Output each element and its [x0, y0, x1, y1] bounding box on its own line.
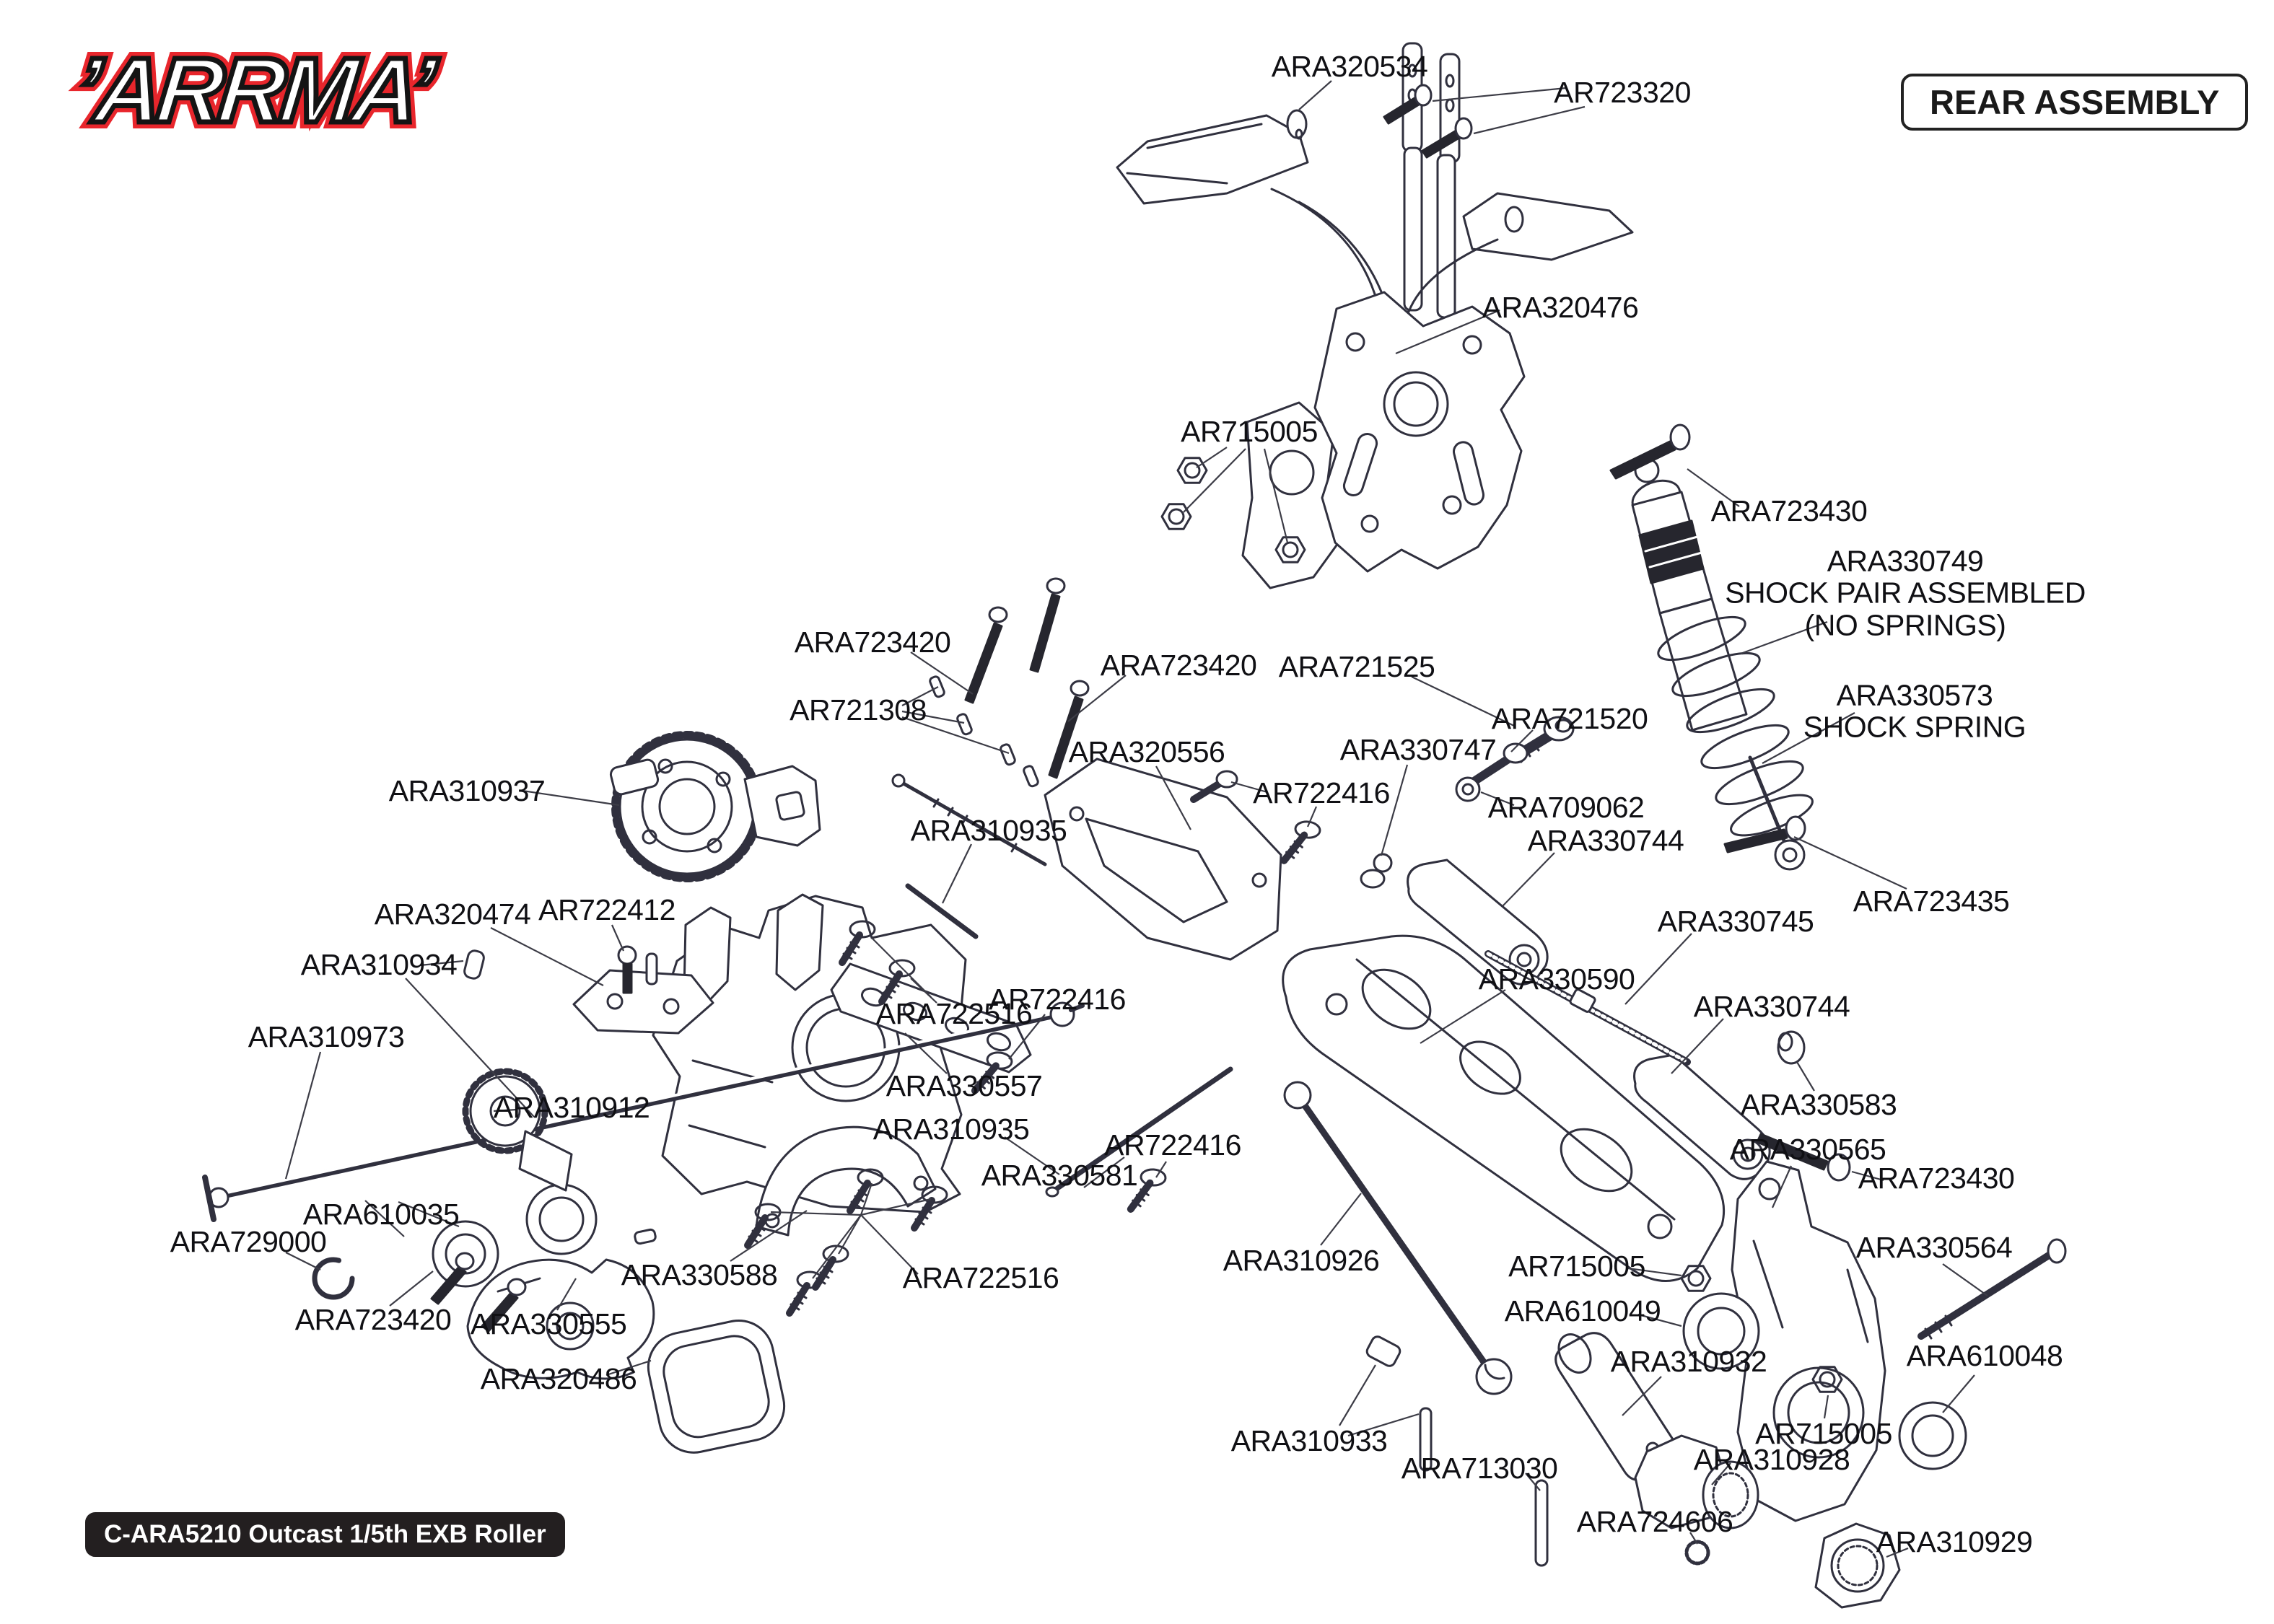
part-label-ara709062: ARA709062	[1487, 790, 1645, 824]
part-label-ara330557: ARA330557	[885, 1068, 1043, 1102]
part-label-ar721308: AR721308	[790, 693, 927, 727]
shock-tower-drawing	[1243, 292, 1524, 588]
part-label-ara310935-b: ARA310935	[873, 1112, 1030, 1146]
part-label-ara723430-a: ARA723430	[1710, 493, 1868, 527]
part-label-ara310932: ARA310932	[1610, 1344, 1767, 1378]
part-label-ara330581: ARA330581	[981, 1158, 1138, 1192]
part-label-ar722416-b: AR722416	[989, 982, 1126, 1016]
part-label-ara723420-a: ARA723420	[794, 625, 951, 659]
part-label-ara722516-a: ARA722516	[875, 996, 1033, 1030]
gasket-drawing	[642, 1314, 790, 1460]
part-label-ara320486: ARA320486	[480, 1361, 637, 1395]
part-label-ara330565: ARA330565	[1729, 1132, 1886, 1166]
part-label-ara330744-a: ARA330744	[1527, 823, 1684, 857]
part-label-ara310928: ARA310928	[1693, 1442, 1850, 1476]
part-label-ara320534: ARA320534	[1271, 49, 1428, 83]
hub-carrier-drawing	[1732, 1162, 1885, 1521]
part-label-ara723435: ARA723435	[1853, 884, 2010, 918]
part-label-ar715005-b: AR715005	[1508, 1249, 1645, 1283]
arrma-logo: ’ARRMA’ ’ARRMA’	[63, 32, 450, 160]
camber-links-drawing	[1408, 860, 1804, 1179]
part-label-ar722416-c: AR722416	[1104, 1128, 1241, 1162]
hinge-pins-drawing	[463, 775, 1230, 1196]
body-mount-brace-drawing	[1117, 43, 1632, 317]
part-label-ara330583: ARA330583	[1740, 1087, 1897, 1121]
part-label-ara723420-b: ARA723420	[1100, 648, 1257, 682]
part-label-ara320476: ARA320476	[1482, 290, 1639, 324]
part-label-ara722516-b: ARA722516	[902, 1260, 1059, 1294]
part-label-ara310933: ARA310933	[1230, 1423, 1388, 1457]
part-label-ara330747: ARA330747	[1339, 732, 1497, 766]
part-label-ara330555: ARA330555	[470, 1307, 627, 1340]
part-label-ara724606: ARA724606	[1576, 1504, 1733, 1538]
driveshaft-drawing	[205, 1003, 1083, 1245]
footer-badge-text: C-ARA5210 Outcast 1/5th EXB Roller	[104, 1520, 546, 1548]
part-label-ar723320: AR723320	[1554, 75, 1691, 109]
page-title-text: REAR ASSEMBLY	[1930, 83, 2220, 121]
leader-lines	[286, 81, 1987, 1557]
hinge-pin-brace-drawing	[831, 964, 1031, 1072]
part-label-ara310934: ARA310934	[300, 947, 458, 981]
part-label-ara310973: ARA310973	[248, 1019, 405, 1053]
part-label-ara320556: ARA320556	[1068, 734, 1225, 768]
arrma-logo-text: ’ARRMA’	[67, 37, 437, 145]
part-label-ara310929: ARA310929	[1876, 1524, 2033, 1558]
part-label-ara729000: ARA729000	[170, 1224, 327, 1258]
suspension-arm-drawing	[1283, 936, 1724, 1281]
part-label-ara330745: ARA330745	[1657, 904, 1814, 938]
part-label-ara713030: ARA713030	[1401, 1451, 1558, 1485]
part-label-ara610048: ARA610048	[1906, 1338, 2063, 1372]
part-label-ara310937: ARA310937	[388, 773, 546, 807]
part-label-ar715005-a: AR715005	[1181, 414, 1318, 448]
part-label-ara330588: ARA330588	[621, 1257, 778, 1291]
part-label-ara310935-a: ARA310935	[910, 813, 1067, 847]
part-label-ara330590: ARA330590	[1478, 962, 1635, 996]
page-title: REAR ASSEMBLY	[1901, 74, 2249, 131]
motor-mount-plate-drawing	[574, 954, 713, 1033]
part-label-ara721525: ARA721525	[1278, 649, 1435, 683]
footer-badge: C-ARA5210 Outcast 1/5th EXB Roller	[85, 1512, 565, 1557]
pivot-hardware-drawing	[1365, 1265, 1966, 1607]
part-label-ara330744-b: ARA330744	[1693, 989, 1850, 1023]
differential-drawing	[609, 735, 820, 878]
part-label-ara330564: ARA330564	[1855, 1230, 2013, 1264]
part-label-ar715005-c: AR715005	[1755, 1416, 1892, 1450]
shock-absorber-drawing	[1628, 459, 1817, 869]
part-label-ara320474: ARA320474	[374, 897, 531, 931]
part-label-ara610035: ARA610035	[302, 1197, 460, 1231]
part-label-ara310926: ARA310926	[1223, 1243, 1380, 1277]
screws-and-fasteners-drawing	[432, 85, 2065, 1338]
part-label-ara723430-b: ARA723430	[1858, 1161, 2015, 1195]
dogbone-drawing	[1285, 1082, 1511, 1394]
part-label-ar722412: AR722412	[538, 892, 675, 926]
part-label-ara310912: ARA310912	[493, 1090, 650, 1124]
part-label-ara721520: ARA721520	[1491, 701, 1648, 735]
part-label-ar722416-a: AR722416	[1253, 776, 1390, 809]
part-label-ara610049: ARA610049	[1504, 1294, 1661, 1327]
part-label-ara723420-c: ARA723420	[294, 1302, 452, 1336]
mud-guard-drawing	[1045, 759, 1281, 960]
